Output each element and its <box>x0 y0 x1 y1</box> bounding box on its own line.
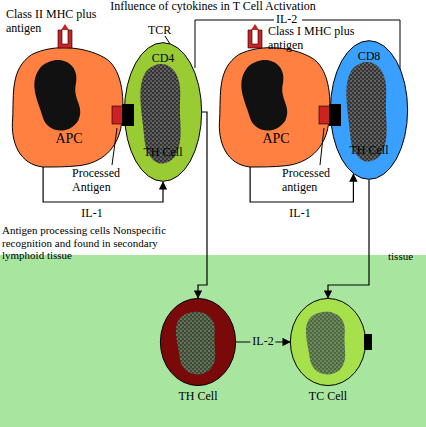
tcr-receptor <box>122 104 134 126</box>
label-text: tissue <box>388 250 413 263</box>
green-band <box>0 255 426 427</box>
mhc-class-ii <box>58 30 72 48</box>
label-text: Antigen processing cells Nonspecific rec… <box>2 224 198 262</box>
mhc-antigen <box>319 106 331 124</box>
edge-label: IL-1 <box>287 207 312 221</box>
dot-texture <box>124 42 202 182</box>
cell-label: TH Cell <box>124 146 202 160</box>
cell-label: APC <box>44 131 94 147</box>
leader-line <box>320 128 324 165</box>
apc-cell: APC <box>215 45 332 167</box>
mhc-antigen <box>112 106 124 124</box>
tc-receptor <box>364 334 372 350</box>
mhc-class-i <box>248 30 262 48</box>
cell-body <box>160 298 235 385</box>
cell-label: TH Cell <box>330 144 408 158</box>
nucleus-art <box>160 298 236 386</box>
cell-shape <box>8 45 125 167</box>
cell-body <box>12 48 123 167</box>
leader-line <box>165 36 170 44</box>
cell-nucleus <box>241 60 287 130</box>
cell-body <box>330 41 407 180</box>
cell-label: TH Cell <box>150 390 246 404</box>
t-cell: TH Cell <box>160 298 236 408</box>
label-text: Processed antigen <box>282 167 340 195</box>
apc-cell: APC <box>8 45 125 167</box>
connector <box>198 112 207 298</box>
dot-texture <box>160 298 236 386</box>
label-text: Class II MHC plus antigen <box>6 8 102 36</box>
cell-body <box>290 298 365 385</box>
nucleus-dots <box>124 42 202 182</box>
nucleus-art <box>290 298 366 386</box>
antigen <box>251 24 259 30</box>
label-text: Processed Antigen <box>72 167 130 195</box>
nucleus-dots <box>290 298 366 386</box>
label-text: TCR <box>148 24 171 38</box>
dot-texture <box>290 298 366 386</box>
connector <box>328 180 369 298</box>
t-cell: CD8 TH Cell <box>330 40 408 180</box>
cell-label: APC <box>251 131 301 147</box>
nucleus-dots <box>160 298 236 386</box>
dot-texture <box>330 40 408 180</box>
cell-body <box>124 43 201 182</box>
antigen <box>61 24 69 30</box>
leader-line <box>112 128 117 165</box>
cell-shape <box>215 45 332 167</box>
connector <box>250 167 353 202</box>
nucleus-dots <box>330 40 408 180</box>
cell-label: CD4 <box>124 52 202 66</box>
t-cell: TC Cell <box>290 298 366 408</box>
tcr-receptor <box>329 104 341 126</box>
cell-body <box>219 48 330 167</box>
t-cell: CD4 TH Cell <box>124 42 202 182</box>
cell-label: TC Cell <box>280 390 376 404</box>
edge-label: IL-1 <box>79 207 104 221</box>
cell-label: CD8 <box>330 50 408 64</box>
cell-nucleus <box>34 60 80 130</box>
edge-label: IL-2 <box>250 335 275 349</box>
label-text: Class I MHC plus antigen <box>268 25 390 53</box>
